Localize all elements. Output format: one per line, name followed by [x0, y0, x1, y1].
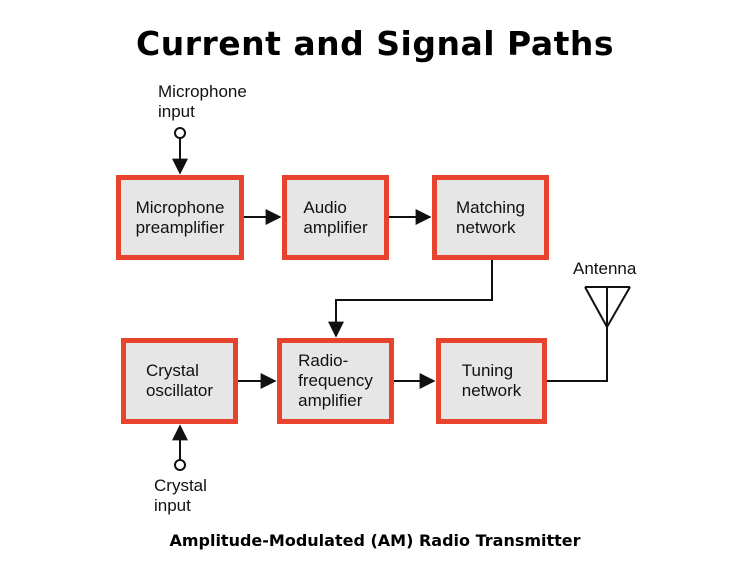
block-audio-amplifier: Audio amplifier	[282, 175, 389, 260]
block-microphone-preamplifier: Microphone preamplifier	[116, 175, 244, 260]
crystal-input-label: Crystal input	[154, 476, 207, 515]
block-tuning-network: Tuning network	[436, 338, 547, 424]
block-label: Microphone preamplifier	[135, 197, 225, 237]
arrow-matching-to-rf	[328, 260, 493, 338]
block-label: Tuning network	[461, 361, 522, 400]
microphone-input-terminal	[174, 127, 186, 139]
line-tuning-to-antenna	[547, 327, 608, 382]
block-label: Audio amplifier	[303, 197, 368, 237]
diagram-caption: Amplitude-Modulated (AM) Radio Transmitt…	[169, 531, 581, 550]
block-matching-network: Matching network	[432, 175, 549, 260]
diagram-title: Current and Signal Paths	[135, 24, 614, 63]
microphone-input-label: Microphone input	[158, 82, 247, 121]
block-label: Radio- frequency amplifier	[298, 351, 373, 410]
crystal-input-terminal	[174, 459, 186, 471]
block-label: Crystal oscillator	[145, 361, 214, 400]
block-label: Matching network	[456, 197, 525, 237]
block-crystal-oscillator: Crystal oscillator	[121, 338, 238, 424]
block-radio-frequency-amplifier: Radio- frequency amplifier	[277, 338, 394, 424]
antenna-label: Antenna	[573, 259, 637, 278]
